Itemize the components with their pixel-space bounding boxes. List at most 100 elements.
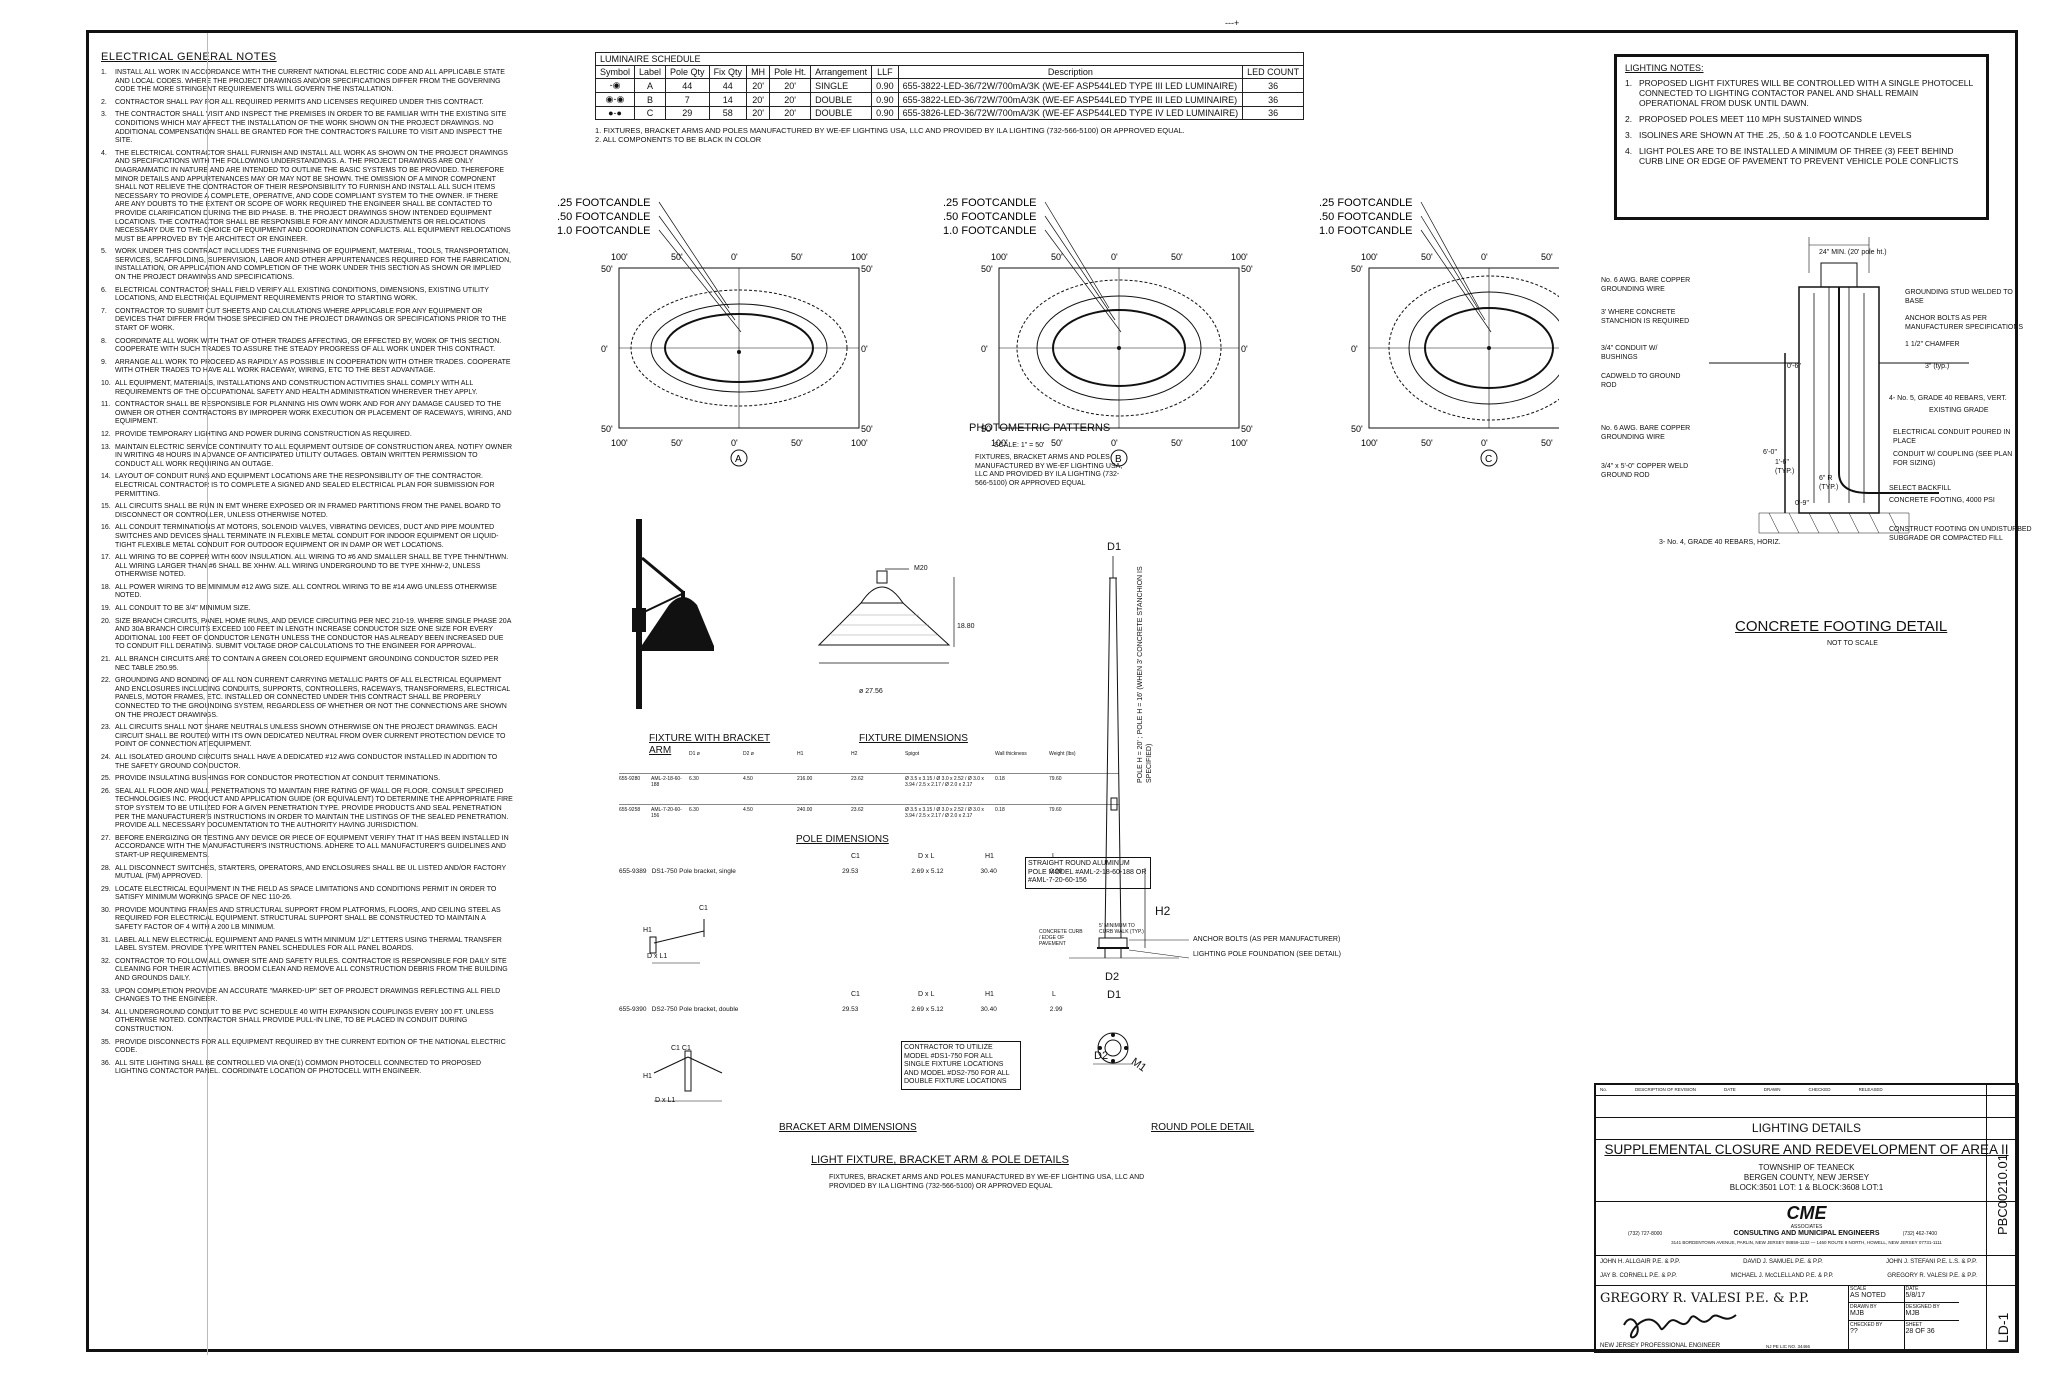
lighting-note: 4.LIGHT POLES ARE TO BE INSTALLED A MINI…: [1625, 146, 1978, 166]
note-text: ARRANGE ALL WORK TO PROCEED AS RAPIDLY A…: [115, 358, 511, 375]
isoline-leader: [658, 201, 730, 309]
note-text: UPON COMPLETION PROVIDE AN ACCURATE "MAR…: [115, 987, 501, 1004]
axis-bottom-label: 100': [611, 438, 628, 448]
note-number: 11.: [101, 401, 111, 409]
county: BERGEN COUNTY, NEW JERSEY: [1743, 1173, 1870, 1182]
luminaire-cell-led-count: 36: [1242, 78, 1305, 93]
bracket-arm-dimensions-title: BRACKET ARM DIMENSIONS: [779, 1122, 917, 1133]
isoline-label: 1.0 FOOTCANDLE: [943, 225, 1037, 237]
bracket-cell-l: 2.99: [1049, 1006, 1063, 1013]
single-bracket-drawing: [649, 919, 705, 964]
luminaire-cell-description: 655-3822-LED-36/72W/700mA/3K (WE-EF ASP5…: [897, 78, 1244, 93]
note-text: ALL CIRCUITS SHALL BE RUN IN EMT WHERE E…: [115, 503, 501, 519]
bracket-cell-dxl: 2.69 x 5.12: [911, 1006, 944, 1013]
electrical-note: 8.COORDINATE ALL WORK WITH THAT OF OTHER…: [101, 338, 513, 355]
luminaire-cell-led-count: 36: [1242, 92, 1305, 107]
isoline-label: .25 FOOTCANDLE: [1319, 197, 1413, 209]
note-text: THE ELECTRICAL CONTRACTOR SHALL FURNISH …: [115, 149, 511, 243]
bracket-desc: DS1-750 Pole bracket, single: [651, 868, 736, 875]
stamp-title: NEW JERSEY PROFESSIONAL ENGINEER: [1600, 1343, 1721, 1349]
fixture-point: [1487, 346, 1491, 350]
luminaire-header-cell: Fix Qty: [708, 65, 748, 79]
axis-side-label: 0': [601, 344, 608, 354]
single-h1-label: H1: [643, 927, 652, 934]
round-pole-d1-top: D1: [1107, 541, 1122, 553]
electrical-note: 27.BEFORE ENERGIZING OR TESTING ANY DEVI…: [101, 835, 513, 861]
photometric-title: PHOTOMETRIC PATTERNS: [969, 422, 1111, 434]
isoline-leader: [1044, 215, 1116, 321]
note-text: CONTRACTOR SHALL PAY FOR ALL REQUIRED PE…: [115, 98, 484, 106]
note-text: ALL DISCONNECT SWITCHES, STARTERS, OPERA…: [115, 864, 507, 881]
single-c1-label: C1: [699, 905, 708, 912]
date-label: DATE: [1905, 1286, 1919, 1292]
engineer-name: DAVID J. SAMUEL P.E. & P.P.: [1743, 1259, 1823, 1265]
sheet-label: SHEET: [1905, 1322, 1923, 1328]
single-dxl-label: D x L1: [647, 953, 668, 960]
electrical-note: 30.PROVIDE MOUNTING FRAMES AND STRUCTURA…: [101, 907, 513, 933]
concrete-footing-title: CONCRETE FOOTING DETAIL: [1735, 618, 1948, 635]
note-number: 36.: [101, 1059, 111, 1067]
footing-right-label: 4- No. 5, GRADE 40 REBARS, VERT.: [1889, 395, 2007, 402]
isoline-leader: [1420, 229, 1492, 333]
double-c1-label: C1 C1: [671, 1045, 691, 1052]
axis-side-label: 0': [1241, 344, 1248, 354]
luminaire-cell-led-count: 36: [1242, 106, 1305, 120]
pole-dimensions-title: POLE DIMENSIONS: [796, 834, 889, 845]
spec-cell-weight: 79.60: [1049, 807, 1062, 813]
note-number: 16.: [101, 524, 111, 532]
luminaire-cell-label: B: [634, 92, 667, 107]
luminaire-cell-pole-ht: 20': [769, 92, 812, 107]
luminaire-header-cell: Arrangement: [810, 65, 873, 79]
isoline-050: [650, 303, 828, 393]
luminaire-cell-description: 655-3826-LED-36/72W/700mA/3K (WE-EF ASP5…: [897, 106, 1244, 120]
axis-bottom-label: 100': [851, 438, 868, 448]
electrical-note: 35.PROVIDE DISCONNECTS FOR ALL EQUIPMENT…: [101, 1039, 513, 1056]
bracket-code: 655-9390: [619, 1006, 647, 1013]
isoline-label: 1.0 FOOTCANDLE: [557, 225, 651, 237]
isoline-label: .50 FOOTCANDLE: [1319, 211, 1413, 223]
axis-side-label: 50': [861, 424, 873, 434]
spec-header-cell: H1: [797, 751, 804, 757]
engineer-stamp: GREGORY R. VALESI P.E. & P.P. NEW JERSEY…: [1596, 1285, 1848, 1353]
isoline-100: [1424, 307, 1554, 389]
spec-header-cell: Spigot: [905, 751, 920, 757]
axis-side-label: 0': [861, 344, 868, 354]
luminaire-note: 1. FIXTURES, BRACKET ARMS AND POLES MANU…: [595, 126, 1185, 135]
isoline-050: [1408, 291, 1559, 405]
electrical-note: 32.CONTRACTOR TO FOLLOW ALL OWNER SITE A…: [101, 958, 513, 984]
luminaire-cell-arrangement: DOUBLE: [810, 106, 873, 120]
round-pole-foundation: LIGHTING POLE FOUNDATION (SEE DETAIL): [1193, 951, 1341, 958]
checked-value: ??: [1850, 1328, 1858, 1335]
note-number: 3.: [101, 111, 107, 119]
axis-top-label: 50': [671, 252, 683, 262]
axis-side-label: 50': [861, 264, 873, 274]
note-number: 33.: [101, 987, 111, 995]
round-pole-drawing: [1069, 556, 1190, 1065]
engineer-name: JOHN H. ALLGAIR P.E. & P.P.: [1600, 1259, 1681, 1265]
axis-side-label: 50': [1241, 264, 1253, 274]
luminaire-cell-pole-ht: 20': [769, 106, 812, 120]
note-number: 13.: [101, 443, 111, 451]
electrical-note: 33. UPON COMPLETION PROVIDE AN ACCURATE "…: [101, 988, 513, 1005]
luminaire-header-cell: Pole Qty: [665, 65, 710, 79]
luminaire-header-cell: Description: [897, 65, 1244, 79]
isoline-leader: [1044, 201, 1110, 309]
stamp-name: GREGORY R. VALESI P.E. & P.P.: [1600, 1291, 1810, 1306]
bracket-header-cell: H1: [985, 853, 994, 860]
luminaire-cell-pole-qty: 29: [665, 106, 710, 120]
luminaire-cell-llf: 0.90: [871, 78, 899, 93]
round-pole-detail-title: ROUND POLE DETAIL: [1151, 1122, 1255, 1133]
note-text: MAINTAIN ELECTRIC SERVICE CONTINUITY TO …: [115, 443, 513, 468]
photometric-patterns: 100'50'0'50'100'100'50'0'50'100'50'50'0'…: [557, 197, 1559, 467]
note-number: 23.: [101, 724, 111, 732]
spec-header-cell: H2: [851, 751, 858, 757]
note-number: 21.: [101, 656, 111, 664]
note-number: 34.: [101, 1008, 111, 1016]
spec-cell-h1: 216.00: [797, 776, 813, 782]
round-pole-concrete-curb: CONCRETE CURB / EDGE OF PAVEMENT: [1039, 929, 1083, 947]
